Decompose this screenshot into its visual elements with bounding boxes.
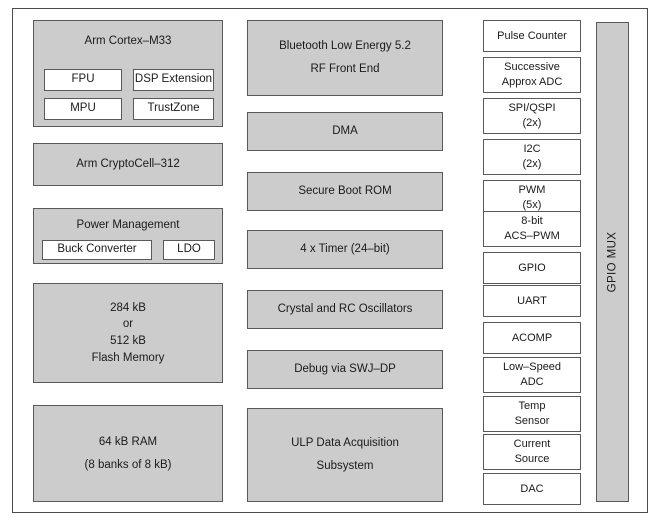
ulp-line-1: ULP Data Acquisition [291, 437, 399, 450]
debug-label: Debug via SWJ–DP [294, 363, 396, 376]
peripheral-pulse-counter: Pulse Counter [483, 20, 581, 52]
flash-line-4: Flash Memory [91, 351, 165, 364]
acomp-line-1: ACOMP [511, 331, 553, 344]
sub-block-fpu: FPU [44, 69, 122, 91]
sar-adc-line-2: Approx ADC [501, 76, 563, 88]
oscillators-label: Crystal and RC Oscillators [277, 303, 413, 316]
block-ulp-data-acquisition-subsystem: ULP Data Acquisition Subsystem [247, 408, 443, 502]
peripheral-pwm: PWM (5x) [483, 180, 581, 216]
sar-adc-line-1: Successive [504, 61, 560, 74]
block-title-cryptocell: Arm CryptoCell–312 [76, 158, 180, 171]
block-arm-cryptocell-312: Arm CryptoCell–312 [33, 143, 223, 186]
spi-qspi-line-1: SPI/QSPI [508, 102, 556, 115]
block-debug-swj-dp: Debug via SWJ–DP [247, 350, 443, 389]
peripheral-spi-qspi: SPI/QSPI (2x) [483, 98, 581, 134]
peripheral-acs-pwm: 8-bit ACS–PWM [483, 211, 581, 247]
ble-line-2: RF Front End [310, 63, 380, 75]
flash-line-3: 512 kB [110, 335, 146, 347]
block-gpio-mux: GPIO MUX [596, 22, 629, 502]
pwm-line-2: (5x) [522, 199, 542, 211]
peripheral-i2c: I2C (2x) [483, 139, 581, 175]
block-flash-memory: 284 kB or 512 kB Flash Memory [33, 283, 223, 383]
acs-pwm-line-1: 8-bit [521, 215, 543, 228]
block-ram: 64 kB RAM (8 banks of 8 kB) [33, 405, 223, 502]
sub-block-dsp-extension: DSP Extension [133, 69, 214, 91]
gpio-mux-label: GPIO MUX [606, 231, 619, 293]
flash-line-2: or [122, 318, 134, 331]
uart-line-1: UART [517, 294, 547, 307]
temp-sensor-line-1: Temp [518, 400, 546, 413]
low-speed-adc-line-2: ADC [520, 376, 544, 388]
ulp-line-2: Subsystem [316, 460, 374, 472]
ram-line-2: (8 banks of 8 kB) [84, 458, 172, 471]
sub-block-buck-converter: Buck Converter [42, 240, 152, 260]
peripheral-dac: DAC [483, 473, 581, 505]
peripheral-uart: UART [483, 285, 581, 317]
block-bluetooth-le-rf-front-end: Bluetooth Low Energy 5.2 RF Front End [247, 20, 443, 96]
block-dma: DMA [247, 112, 443, 151]
ble-line-1: Bluetooth Low Energy 5.2 [279, 40, 411, 53]
timer-label: 4 x Timer (24–bit) [300, 243, 390, 256]
block-power-management: Power Management Buck Converter LDO [33, 208, 223, 264]
peripheral-gpio: GPIO [483, 252, 581, 284]
secure-boot-rom-label: Secure Boot ROM [298, 185, 392, 198]
block-timer: 4 x Timer (24–bit) [247, 230, 443, 269]
peripheral-low-speed-adc: Low–Speed ADC [483, 357, 581, 393]
peripheral-successive-approx-adc: Successive Approx ADC [483, 57, 581, 93]
block-title-power-management: Power Management [76, 219, 180, 231]
flash-line-1: 284 kB [110, 301, 146, 314]
sub-block-mpu: MPU [44, 98, 122, 120]
pulse-counter-line-1: Pulse Counter [497, 29, 567, 42]
sub-block-trustzone: TrustZone [133, 98, 214, 120]
current-source-line-2: Source [514, 453, 550, 465]
pwm-line-1: PWM [518, 184, 546, 197]
peripheral-current-source: Current Source [483, 434, 581, 470]
dac-line-1: DAC [520, 482, 544, 495]
temp-sensor-line-2: Sensor [514, 415, 550, 427]
block-crystal-rc-oscillators: Crystal and RC Oscillators [247, 290, 443, 329]
acs-pwm-line-2: ACS–PWM [504, 230, 560, 242]
gpio-line-1: GPIO [518, 261, 546, 274]
i2c-line-2: (2x) [522, 158, 542, 170]
peripheral-temp-sensor: Temp Sensor [483, 396, 581, 432]
low-speed-adc-line-1: Low–Speed [502, 361, 562, 374]
current-source-line-1: Current [513, 438, 551, 451]
ram-line-1: 64 kB RAM [98, 435, 158, 448]
block-title-cortex: Arm Cortex–M33 [84, 35, 172, 47]
dma-label: DMA [332, 125, 358, 138]
block-arm-cortex-m33: Arm Cortex–M33 FPU DSP Extension MPU Tru… [33, 20, 223, 127]
peripheral-acomp: ACOMP [483, 322, 581, 354]
spi-qspi-line-2: (2x) [522, 117, 542, 129]
block-secure-boot-rom: Secure Boot ROM [247, 172, 443, 211]
sub-block-ldo: LDO [163, 240, 215, 260]
i2c-line-1: I2C [523, 143, 541, 156]
